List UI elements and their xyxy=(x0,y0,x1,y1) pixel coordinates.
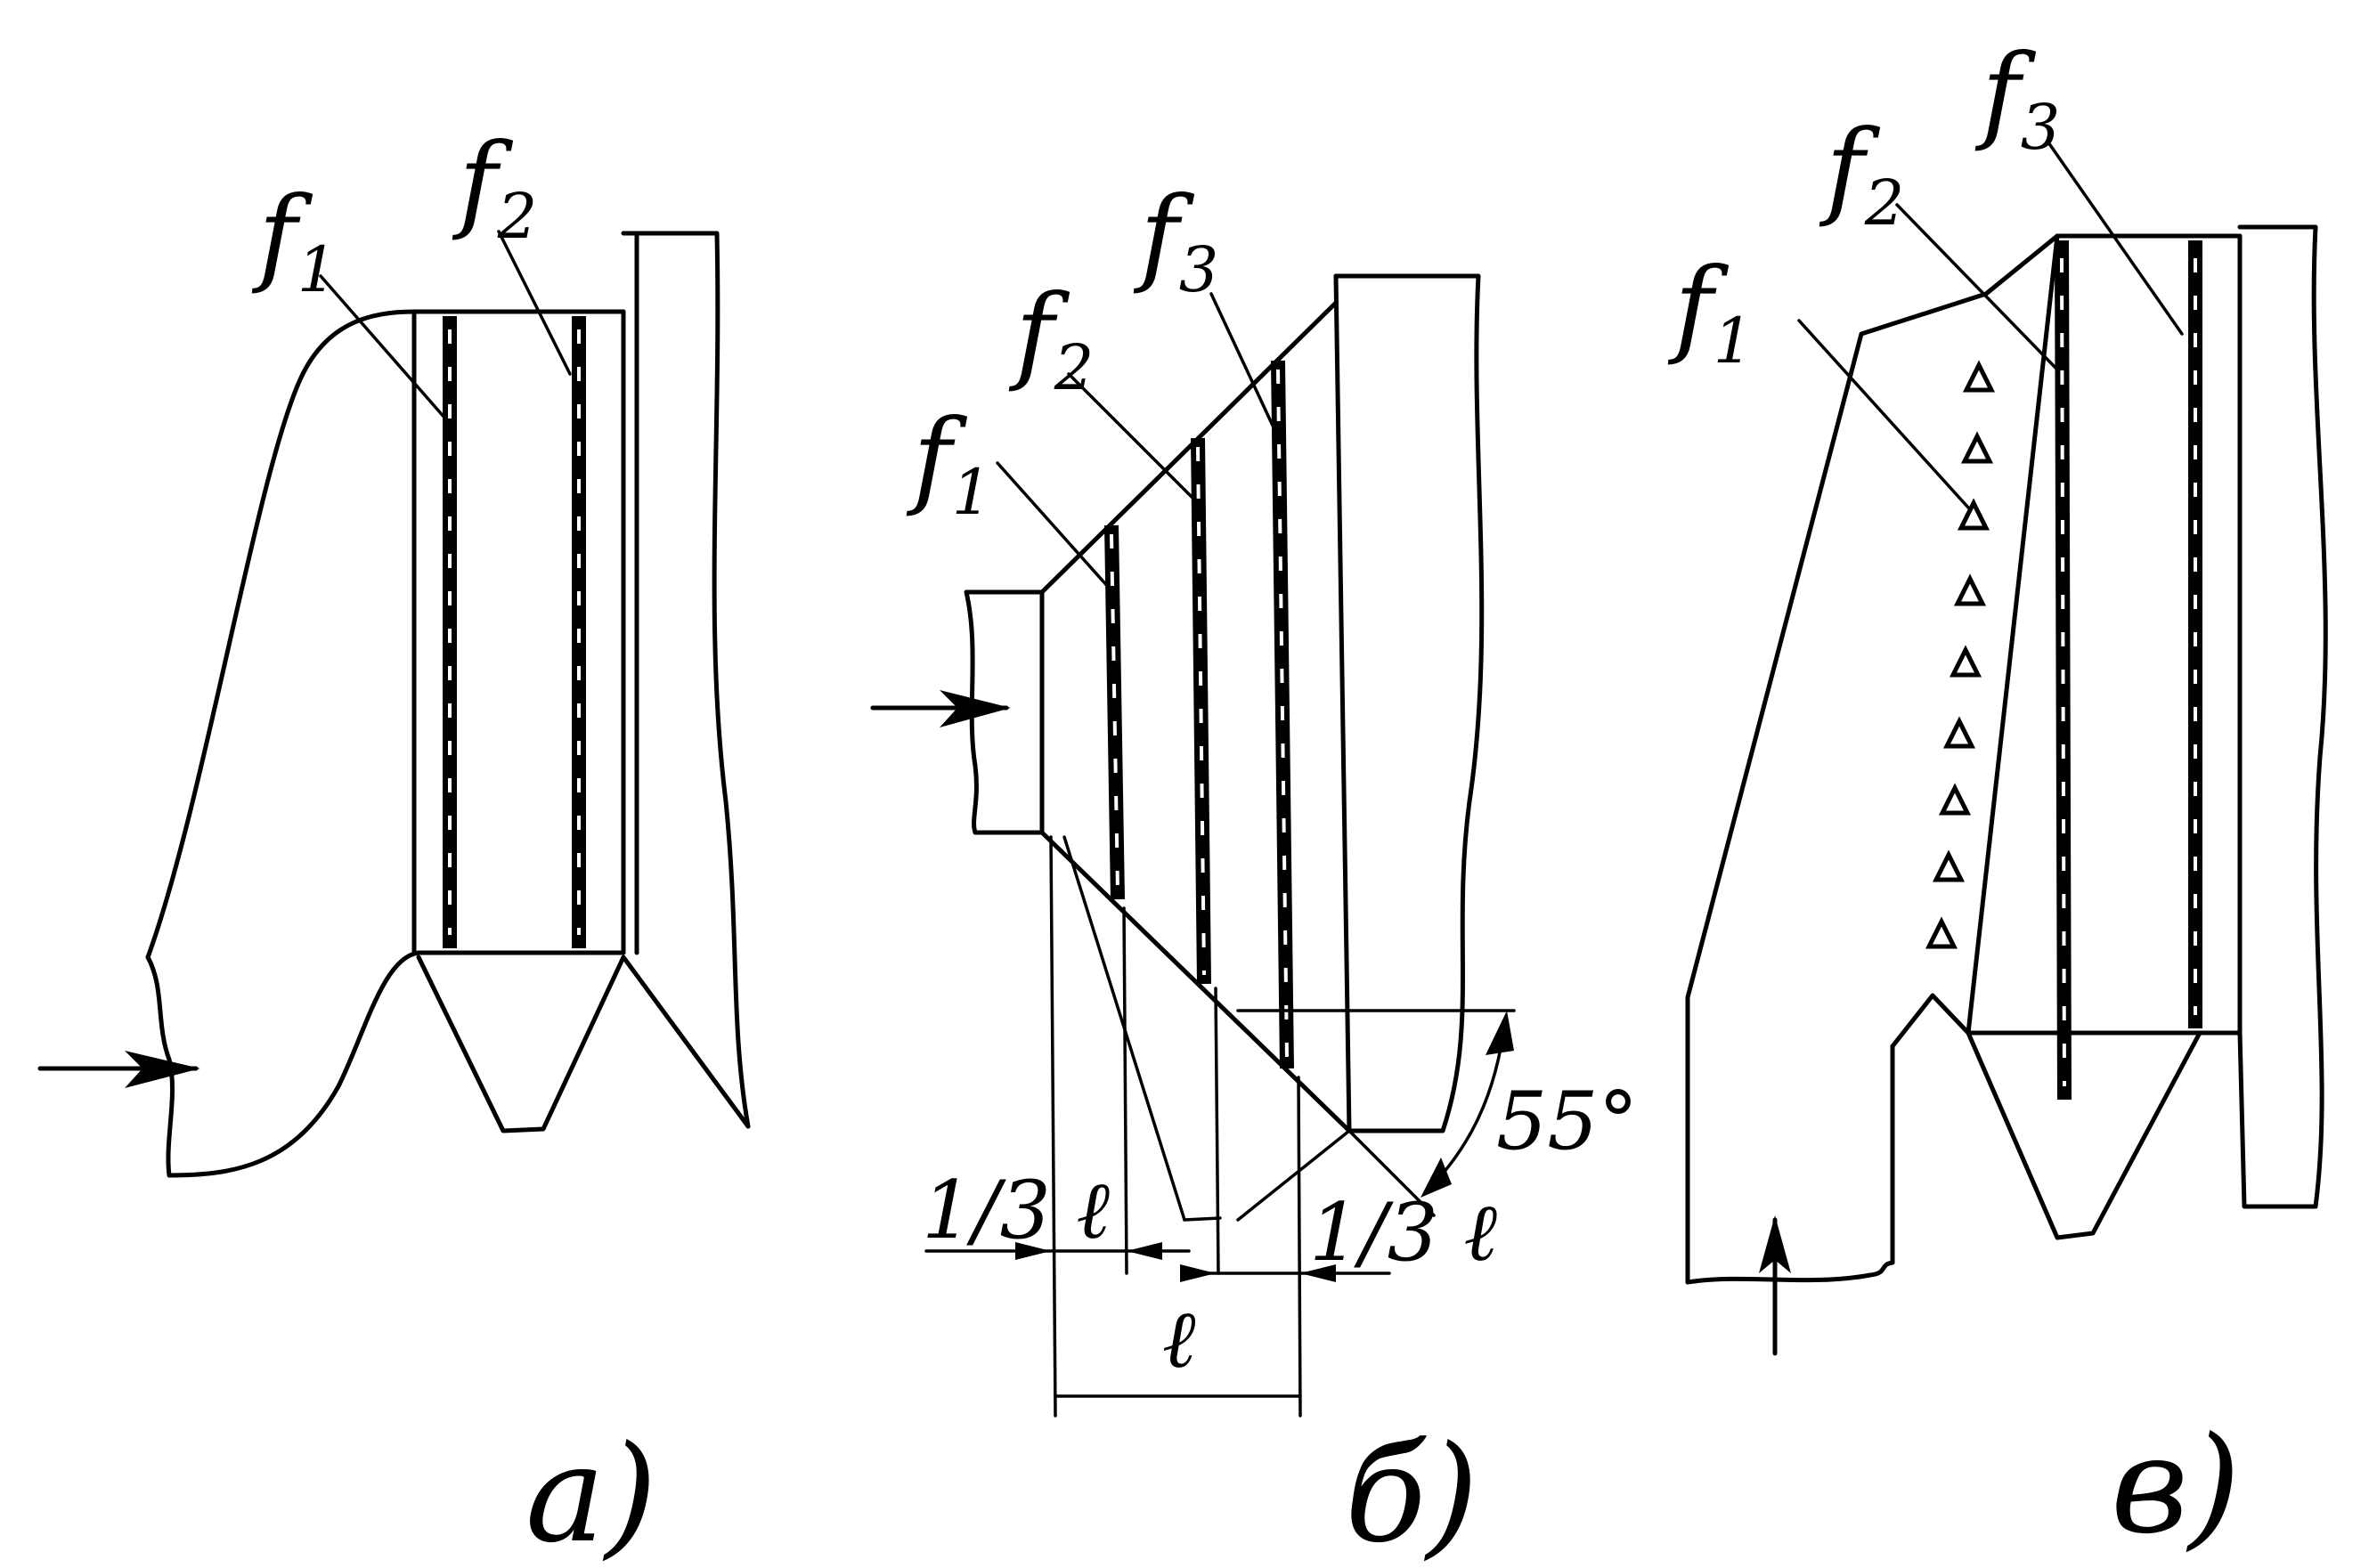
panel-a-leader-f1 xyxy=(319,274,447,420)
panel-b-dim-vertical-4 xyxy=(1297,1076,1302,1418)
panel-c-triangle-2 xyxy=(1960,431,1994,464)
panel-c-leader-f3 xyxy=(2047,141,2184,336)
panel-b-dim-vertical-3 xyxy=(1214,987,1220,1275)
panel-b-angle-text: 55° xyxy=(1496,1075,1639,1168)
panel-b-dim-arrow-4 xyxy=(1300,1264,1336,1282)
panel-b: f1 f2 f3 1/3 ℓ 1/3 ℓ ℓ 55° б) xyxy=(870,174,1639,1568)
panel-b-leader-f1 xyxy=(996,461,1111,589)
panel-c-label-f1: f1 xyxy=(1667,245,1753,378)
panel-b-dim-left-text: 1/3 ℓ xyxy=(922,1164,1110,1257)
panel-c-bottom-break xyxy=(1685,1260,1895,1285)
panel-b-leader-f2 xyxy=(1067,372,1195,500)
panel-b-construct-2 xyxy=(1236,1129,1351,1222)
panel-b-stack xyxy=(1333,273,1485,1133)
panel-b-leader-f3 xyxy=(1209,292,1275,429)
panel-c-label-f2: f2 xyxy=(1819,107,1904,240)
panel-c-triangle-9 xyxy=(1925,916,1958,949)
panel-c-triangle-1 xyxy=(1962,360,1996,393)
panel-a-caption: a) xyxy=(525,1418,657,1568)
panel-b-label-f2: f2 xyxy=(1008,272,1094,404)
panel-c-triangle-5 xyxy=(1949,645,1982,678)
panel-c-grate-2-dash xyxy=(2060,257,2066,1087)
panel-c-divider-top xyxy=(1890,993,2243,1049)
panel-c-triangle-3 xyxy=(1957,498,1990,531)
panel-c-hopper xyxy=(1966,1030,2202,1240)
panel-a-stack xyxy=(621,231,751,1129)
panel-b-dim-arrow-3 xyxy=(1180,1264,1216,1282)
panel-b-dim-vertical-1 xyxy=(1049,835,1057,1418)
panel-b-inlet-stub xyxy=(964,589,1045,835)
panel-b-dim-arrow-2 xyxy=(1127,1242,1162,1260)
panel-c-leader-f1 xyxy=(1797,319,1970,509)
panel-c-triangle-6 xyxy=(1942,716,1976,749)
panel-b-grate-2-dash xyxy=(1196,446,1206,976)
panel-a-arrow-head xyxy=(125,1051,200,1088)
panel-c-triangle-7 xyxy=(1938,783,1972,816)
panel-b-arrow-head xyxy=(940,690,1011,727)
panel-b-label-f1: f1 xyxy=(906,396,991,529)
panel-a-label-f1: f1 xyxy=(251,174,337,306)
panel-c-triangle-8 xyxy=(1932,849,1966,882)
panel-a-duct-bottom xyxy=(167,950,626,1178)
panel-a-duct-top xyxy=(145,309,626,960)
panel-a-hopper xyxy=(416,955,751,1133)
panel-c-triangle-4 xyxy=(1953,573,1987,606)
panel-c-inner-wall xyxy=(1966,233,2060,1036)
panel-a: f1 f2 a) xyxy=(37,120,751,1568)
panel-b-grate-3-dash xyxy=(1276,369,1289,1060)
panel-b-bottom-slant xyxy=(1039,830,1352,1133)
panel-c-stack xyxy=(2237,224,2328,1209)
panel-a-label-f2: f2 xyxy=(452,120,537,253)
panel-c-leader-f2 xyxy=(1895,203,2059,371)
panel-c-body-left xyxy=(1685,233,2243,1285)
panel-b-dim-length-text: ℓ xyxy=(1162,1293,1196,1386)
panel-c: f1 f2 f3 в) xyxy=(1667,31,2328,1564)
panel-b-angle-extension xyxy=(1347,1129,1436,1217)
panel-c-label-f3: f3 xyxy=(1974,31,2060,164)
panel-a-leader-f2 xyxy=(497,230,572,376)
panel-b-construct-1-end xyxy=(1183,1216,1222,1222)
panel-b-dim-arrow-1 xyxy=(1015,1242,1051,1260)
panel-a-break-line xyxy=(145,955,175,1178)
panel-b-dim-right-text: 1/3 ℓ xyxy=(1309,1186,1497,1280)
panel-b-angle-arrow-bottom xyxy=(1421,1158,1452,1198)
panel-c-caption: в) xyxy=(2111,1409,2241,1564)
panel-b-chamber-right xyxy=(1333,273,1352,1133)
panel-b-top-slant xyxy=(1039,300,1339,595)
panel-b-caption: б) xyxy=(1345,1418,1478,1568)
panel-b-angle-arrow-top xyxy=(1486,1011,1514,1055)
panel-c-arrow-head xyxy=(1759,1215,1791,1273)
panel-b-label-f3: f3 xyxy=(1133,174,1218,306)
panel-b-dim-vertical-2 xyxy=(1122,906,1128,1275)
